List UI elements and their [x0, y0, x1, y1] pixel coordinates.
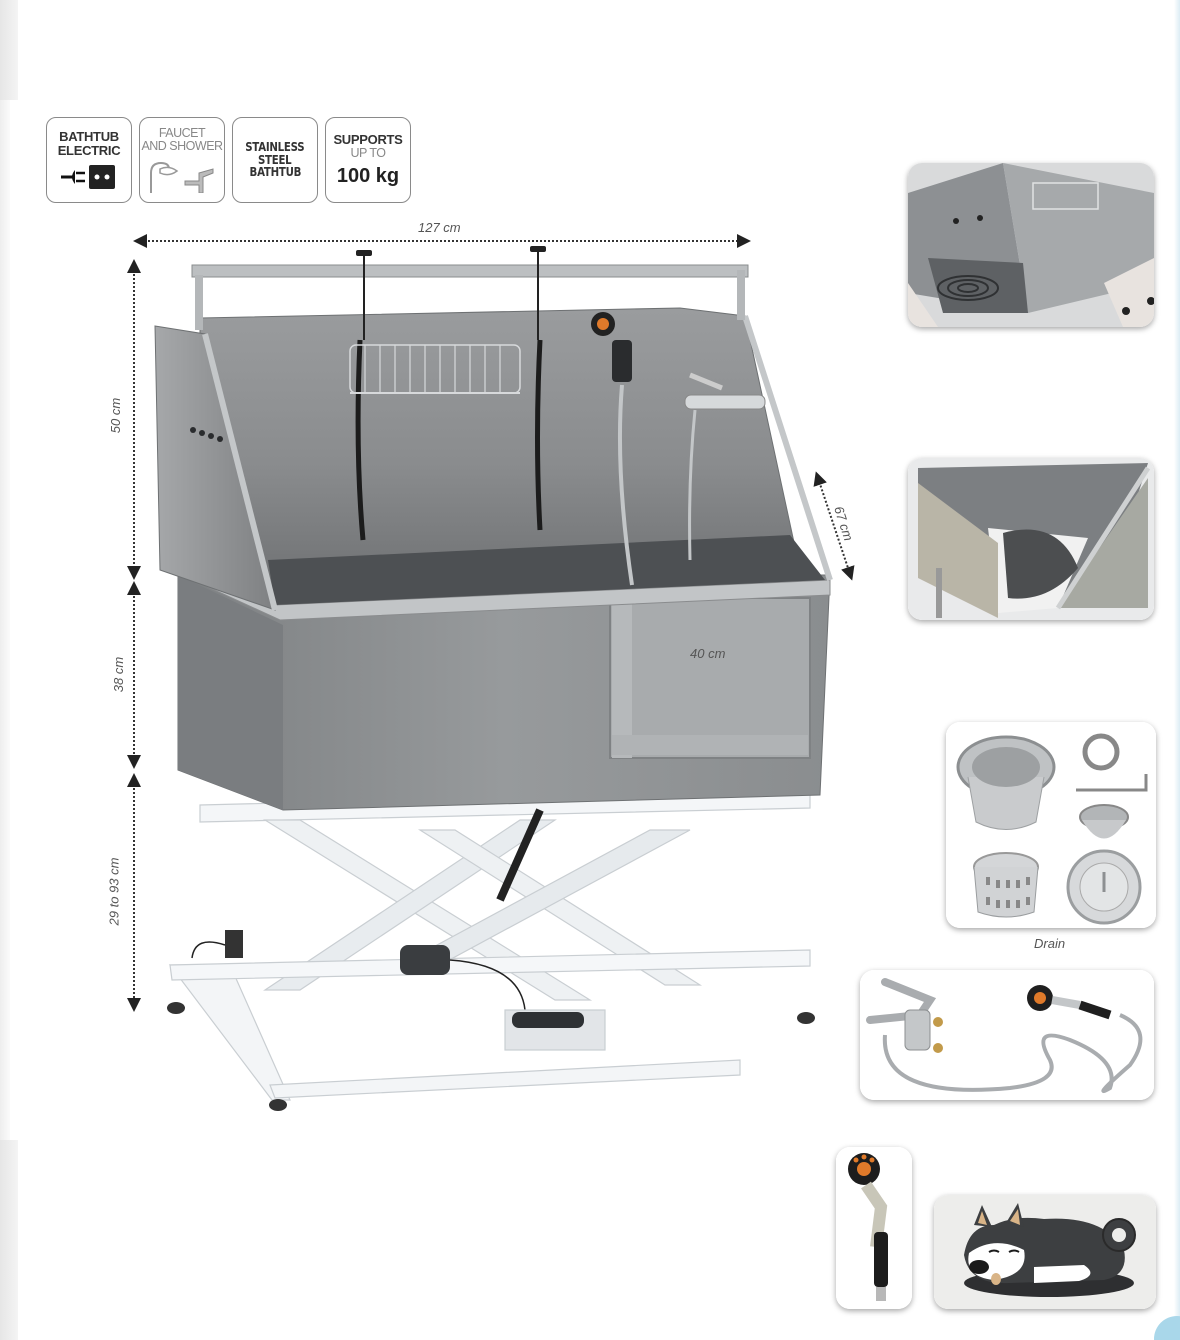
feature-badges: BATHTUB ELECTRIC FAUCET AND SHOWER STAIN… — [46, 117, 411, 203]
badge-stainless-steel: STAINLESS STEEL BATHTUB — [232, 117, 318, 203]
badge-supports-weight: SUPPORTS UP TO 100 kg — [325, 117, 411, 203]
corner-decoration — [1154, 1316, 1180, 1340]
badge-faucet-shower: FAUCET AND SHOWER — [139, 117, 225, 203]
detail-interior — [908, 163, 1154, 327]
drain-caption: Drain — [1034, 936, 1066, 951]
detail-faucet-hose — [860, 970, 1154, 1100]
dimension-upper-height: 50 cm — [108, 397, 124, 434]
page-edge-right — [1174, 0, 1180, 1340]
plug-socket-icon — [61, 164, 115, 189]
detail-spray-nozzle — [836, 1147, 912, 1309]
spray-nozzle-image — [836, 1147, 912, 1309]
scissor-lift — [167, 789, 815, 1111]
tub-body — [159, 554, 831, 811]
page-edge-middle — [0, 100, 10, 1140]
dimension-tub-height: 38 cm — [111, 656, 127, 693]
drain-parts-image — [946, 722, 1156, 928]
tub-back-wall — [154, 307, 833, 611]
shower-sprayer — [591, 312, 634, 586]
grooming-arm — [191, 246, 749, 541]
page-edge-top — [0, 0, 18, 100]
tub-mat-image — [908, 458, 1154, 620]
detail-mat-inside-tub — [908, 458, 1154, 620]
page-edge-bottom — [0, 1140, 18, 1340]
detail-husky-mat — [934, 1195, 1156, 1309]
wall-faucet — [684, 372, 766, 561]
product-illustration — [127, 234, 855, 1111]
detail-drain-parts — [946, 722, 1156, 928]
dimension-door-width: 40 cm — [690, 646, 726, 661]
dimension-lift-height: 29 to 93 cm — [106, 857, 122, 926]
husky-mat-image — [934, 1195, 1156, 1309]
tub-interior-image — [908, 163, 1154, 327]
wire-basket — [349, 344, 521, 394]
faucet-hose-image — [860, 970, 1154, 1100]
shower-faucet-icon — [150, 162, 214, 194]
dimension-width: 127 cm — [418, 220, 461, 235]
badge-electric: BATHTUB ELECTRIC — [46, 117, 132, 203]
